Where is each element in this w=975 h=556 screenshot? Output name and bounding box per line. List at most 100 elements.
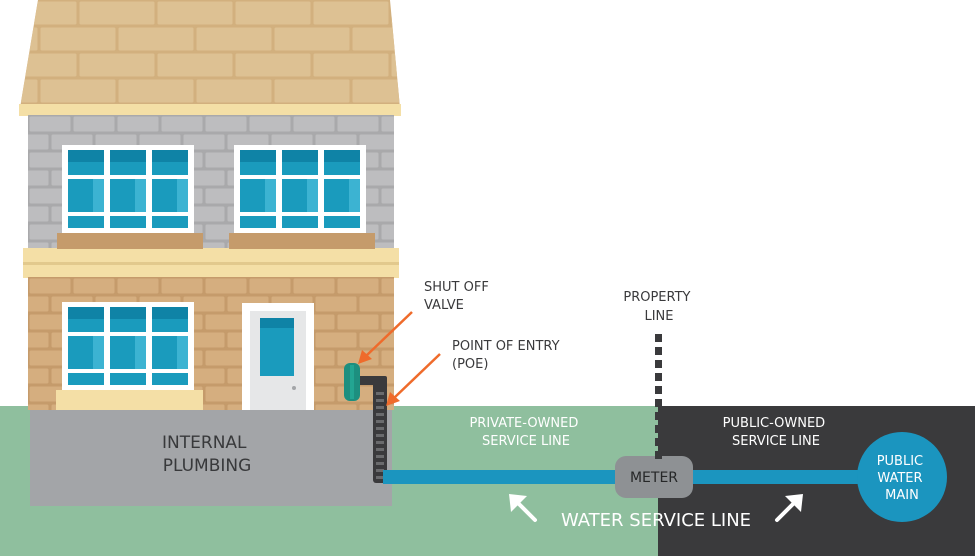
brick — [28, 404, 49, 410]
window-mullion — [68, 212, 104, 216]
pipe-dash — [376, 441, 384, 444]
brick — [337, 350, 379, 366]
brick — [381, 278, 394, 294]
front-door — [242, 303, 314, 410]
brick — [293, 278, 335, 294]
window-pane-shade — [110, 150, 146, 162]
pipe-dash — [376, 420, 384, 423]
pipe-dash — [376, 427, 384, 430]
window-highlight — [135, 336, 146, 369]
arrow-up-right-icon — [775, 494, 803, 522]
brick — [315, 296, 357, 312]
brick — [381, 314, 394, 330]
brick — [157, 53, 233, 77]
public-service-line-pipe — [688, 470, 863, 484]
brick — [117, 278, 159, 294]
brick — [359, 134, 394, 150]
window-pane-shade — [68, 307, 104, 319]
brick — [205, 314, 247, 330]
water-service-line-label: WATER SERVICE LINE — [561, 510, 751, 531]
brick — [29, 350, 71, 366]
pipe-dash — [376, 455, 384, 458]
brick — [196, 27, 272, 51]
pipe-dash — [376, 469, 384, 472]
foundation — [30, 410, 392, 506]
private-owned-label: PRIVATE-OWNED SERVICE LINE — [469, 416, 582, 449]
brick — [117, 116, 159, 132]
brick — [161, 116, 203, 132]
pipe-dash — [376, 434, 384, 437]
meter-label: METER — [630, 470, 678, 486]
brick — [28, 134, 49, 150]
window-pane-shade — [110, 307, 146, 319]
window-sill — [56, 390, 203, 410]
brick — [359, 332, 394, 348]
brick — [118, 79, 194, 103]
brick — [391, 1, 400, 25]
window-pane-shade — [240, 150, 276, 162]
brick — [79, 53, 155, 77]
brick — [381, 116, 394, 132]
window-highlight — [135, 179, 146, 212]
shut-off-valve-callout-arrow — [358, 311, 413, 364]
window-highlight — [349, 179, 360, 212]
arrow-up-left-icon — [509, 494, 537, 522]
property-line-label: PROPERTY LINE — [623, 290, 694, 324]
pipe-dash — [376, 399, 384, 402]
pipe-dash — [376, 406, 384, 409]
public-water-main-label: PUBLIC WATER MAIN — [877, 454, 928, 503]
brick — [293, 116, 335, 132]
public-water-main: PUBLIC WATER MAIN — [857, 432, 947, 522]
brick — [235, 1, 311, 25]
meter: METER — [615, 456, 693, 498]
window-mullion — [110, 369, 146, 373]
brick — [359, 206, 394, 222]
property-line — [655, 334, 662, 459]
pipe-dash — [376, 476, 384, 479]
pipe-dash — [376, 413, 384, 416]
pipe-dash — [376, 462, 384, 465]
brick — [313, 53, 389, 77]
property-line-dash — [655, 386, 662, 394]
brick — [352, 27, 400, 51]
brick — [315, 332, 357, 348]
brick — [161, 278, 203, 294]
window-mullion — [324, 212, 360, 216]
property-line-dash — [655, 360, 662, 368]
brick — [20, 1, 77, 25]
brick — [29, 278, 71, 294]
brick — [157, 1, 233, 25]
brick — [205, 350, 247, 366]
window-pane-shade — [152, 150, 188, 162]
window-sill — [229, 233, 375, 249]
brick — [73, 278, 115, 294]
brick — [381, 152, 394, 168]
window-highlight — [177, 179, 188, 212]
window-pane-shade — [68, 150, 104, 162]
brick — [249, 116, 291, 132]
property-line-dash — [655, 412, 662, 420]
brick — [337, 278, 379, 294]
brick — [29, 152, 71, 168]
window-mullion — [324, 175, 360, 179]
window-lower-left — [62, 302, 194, 390]
brick — [352, 79, 400, 103]
internal-plumbing-label: INTERNAL PLUMBING — [162, 433, 252, 476]
pipe-dash — [376, 448, 384, 451]
brick — [28, 296, 49, 312]
property-line-dash — [655, 451, 662, 459]
brick — [40, 27, 116, 51]
brick — [28, 170, 49, 186]
brick — [20, 79, 38, 103]
brick — [196, 79, 272, 103]
brick — [381, 350, 394, 366]
window-mullion — [68, 175, 104, 179]
window-mullion — [282, 175, 318, 179]
window-pane-shade — [324, 150, 360, 162]
brick — [29, 314, 71, 330]
brick — [313, 1, 389, 25]
window-highlight — [93, 179, 104, 212]
brick — [29, 188, 71, 204]
